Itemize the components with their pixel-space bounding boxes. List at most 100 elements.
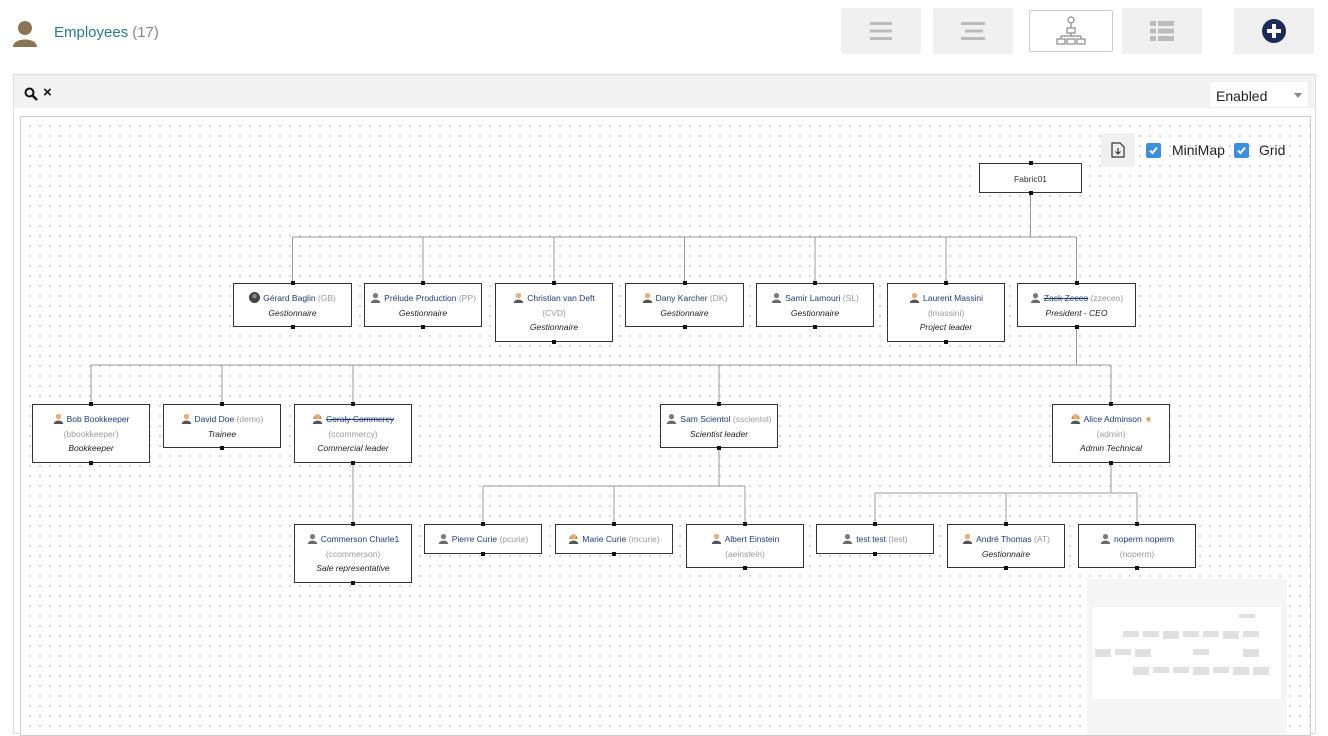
employee-node[interactable]: Bob Bookkeeper(bbookkeeper)Bookkeeper <box>32 404 150 463</box>
employee-node[interactable]: Sam Scientol (sscientol)Scientist leader <box>660 404 778 448</box>
employee-node[interactable]: David Doe (demo)Trainee <box>163 404 281 448</box>
employee-node[interactable]: Prélude Production (PP)Gestionnaire <box>364 283 482 327</box>
employee-name[interactable]: Coraly Commercy <box>325 414 394 424</box>
employee-node[interactable]: Zack Zeceo (zzeceo)President - CEO <box>1017 283 1136 327</box>
output-port[interactable] <box>813 325 817 329</box>
input-port[interactable] <box>552 281 556 285</box>
add-employee-button[interactable] <box>1234 8 1314 54</box>
output-port[interactable] <box>1004 566 1008 570</box>
input-port[interactable] <box>1004 522 1008 526</box>
employee-name[interactable]: André Thomas <box>976 534 1032 544</box>
output-port[interactable] <box>682 325 687 329</box>
minimap[interactable] <box>1087 579 1287 735</box>
output-port[interactable] <box>1074 325 1079 329</box>
employee-name[interactable]: Zack Zeceo <box>1043 293 1089 303</box>
output-port[interactable] <box>89 461 93 465</box>
employee-node[interactable]: noperm noperm(noperm) <box>1078 524 1196 568</box>
employee-node[interactable]: Marie Curie (mcurie) <box>555 524 673 554</box>
input-port[interactable] <box>481 522 485 526</box>
employee-node[interactable]: test test (test) <box>816 524 934 554</box>
input-port[interactable] <box>682 281 687 285</box>
minimap-checkbox[interactable] <box>1146 143 1161 158</box>
employee-name-line: André Thomas (AT) <box>948 532 1064 547</box>
employee-node[interactable]: Pierre Curie (pcurie) <box>424 524 542 554</box>
user-woman-icon <box>1070 414 1080 424</box>
table-view-button[interactable] <box>1122 8 1202 54</box>
page-title-text[interactable]: Employees <box>54 24 129 41</box>
input-port[interactable] <box>421 281 425 285</box>
output-port[interactable] <box>1109 461 1113 465</box>
input-port[interactable] <box>1109 402 1113 406</box>
employee-name[interactable]: Laurent Massini <box>922 293 983 303</box>
input-port[interactable] <box>351 522 355 526</box>
employee-name[interactable]: Alice Adminson <box>1083 414 1142 424</box>
hierarchy-view-button[interactable] <box>1029 10 1113 52</box>
employee-name[interactable]: Christian van Deft <box>527 293 595 303</box>
input-port[interactable] <box>89 402 93 406</box>
page-title[interactable]: Employees(17) <box>54 24 159 41</box>
output-port[interactable] <box>421 325 425 329</box>
employee-name[interactable]: Prélude Production <box>384 293 457 303</box>
employee-node[interactable]: Dany Karcher (DK)Gestionnaire <box>625 283 744 327</box>
input-port[interactable] <box>612 522 616 526</box>
employee-node[interactable]: Alice Adminson★(admin)Admin Technical <box>1052 404 1170 463</box>
list-view-button[interactable] <box>841 8 921 54</box>
employee-name[interactable]: noperm noperm <box>1113 534 1174 544</box>
minimap-label[interactable]: MiniMap <box>1172 142 1225 158</box>
search-icon[interactable] <box>24 87 38 101</box>
employee-name[interactable]: Samir Lamouri <box>785 293 841 303</box>
status-select[interactable]: Enabled <box>1209 81 1309 108</box>
employee-name[interactable]: Sam Scientol <box>680 414 731 424</box>
output-port[interactable] <box>351 461 355 465</box>
output-port[interactable] <box>552 340 556 344</box>
employee-name[interactable]: Commerson Charle1 <box>320 534 400 544</box>
employee-name[interactable]: Gérard Baglin <box>263 293 316 303</box>
employee-name[interactable]: David Doe <box>194 414 235 424</box>
employee-name[interactable]: Pierre Curie <box>451 534 498 544</box>
input-port[interactable] <box>351 402 355 406</box>
employee-node[interactable]: Samir Lamouri (SL)Gestionnaire <box>756 283 874 327</box>
clear-filter-icon[interactable]: × <box>43 84 52 101</box>
output-port[interactable] <box>351 581 355 585</box>
employee-node[interactable]: Albert Einstein(aeinstein) <box>686 524 804 568</box>
employee-node[interactable]: Christian van Deft(CVD)Gestionnaire <box>495 283 613 342</box>
output-port[interactable] <box>220 446 224 450</box>
employee-name[interactable]: Bob Bookkeeper <box>66 414 130 424</box>
input-port[interactable] <box>944 281 948 285</box>
output-port[interactable] <box>717 446 721 450</box>
employee-node[interactable]: André Thomas (AT)Gestionnaire <box>947 524 1065 568</box>
employee-name[interactable]: test test <box>856 534 887 544</box>
output-port[interactable] <box>290 325 295 329</box>
grid-label[interactable]: Grid <box>1259 142 1286 158</box>
input-port[interactable] <box>1028 161 1033 165</box>
input-port[interactable] <box>743 522 747 526</box>
input-port[interactable] <box>873 522 877 526</box>
employee-node[interactable]: Coraly Commercy(ccommercy)Commercial lea… <box>294 404 412 463</box>
employee-name[interactable]: Albert Einstein <box>724 534 780 544</box>
output-port[interactable] <box>944 340 948 344</box>
input-port[interactable] <box>220 402 224 406</box>
export-button[interactable] <box>1101 133 1135 167</box>
org-name[interactable]: Fabric01 <box>1013 174 1048 184</box>
employee-name[interactable]: Dany Karcher <box>655 293 708 303</box>
employee-name[interactable]: Marie Curie <box>582 534 627 544</box>
employee-node[interactable]: Commerson Charle1(ccommerson)Sale repres… <box>294 524 412 583</box>
output-port[interactable] <box>873 552 877 556</box>
input-port[interactable] <box>813 281 817 285</box>
align-view-button[interactable] <box>933 8 1013 54</box>
grid-checkbox[interactable] <box>1234 143 1249 158</box>
org-root-node[interactable]: Fabric01 <box>979 163 1082 193</box>
output-port[interactable] <box>743 566 747 570</box>
input-port[interactable] <box>290 281 295 285</box>
input-port[interactable] <box>1074 281 1079 285</box>
input-port[interactable] <box>717 402 721 406</box>
output-port[interactable] <box>1135 566 1139 570</box>
output-port[interactable] <box>481 552 485 556</box>
employee-node[interactable]: Laurent Massini(lmassini)Project leader <box>887 283 1005 342</box>
input-port[interactable] <box>1135 522 1139 526</box>
employee-name-line: Coraly Commercy <box>295 412 411 427</box>
output-port[interactable] <box>1028 191 1033 195</box>
employee-node[interactable]: Gérard Baglin (GB)Gestionnaire <box>233 283 352 327</box>
output-port[interactable] <box>612 552 616 556</box>
